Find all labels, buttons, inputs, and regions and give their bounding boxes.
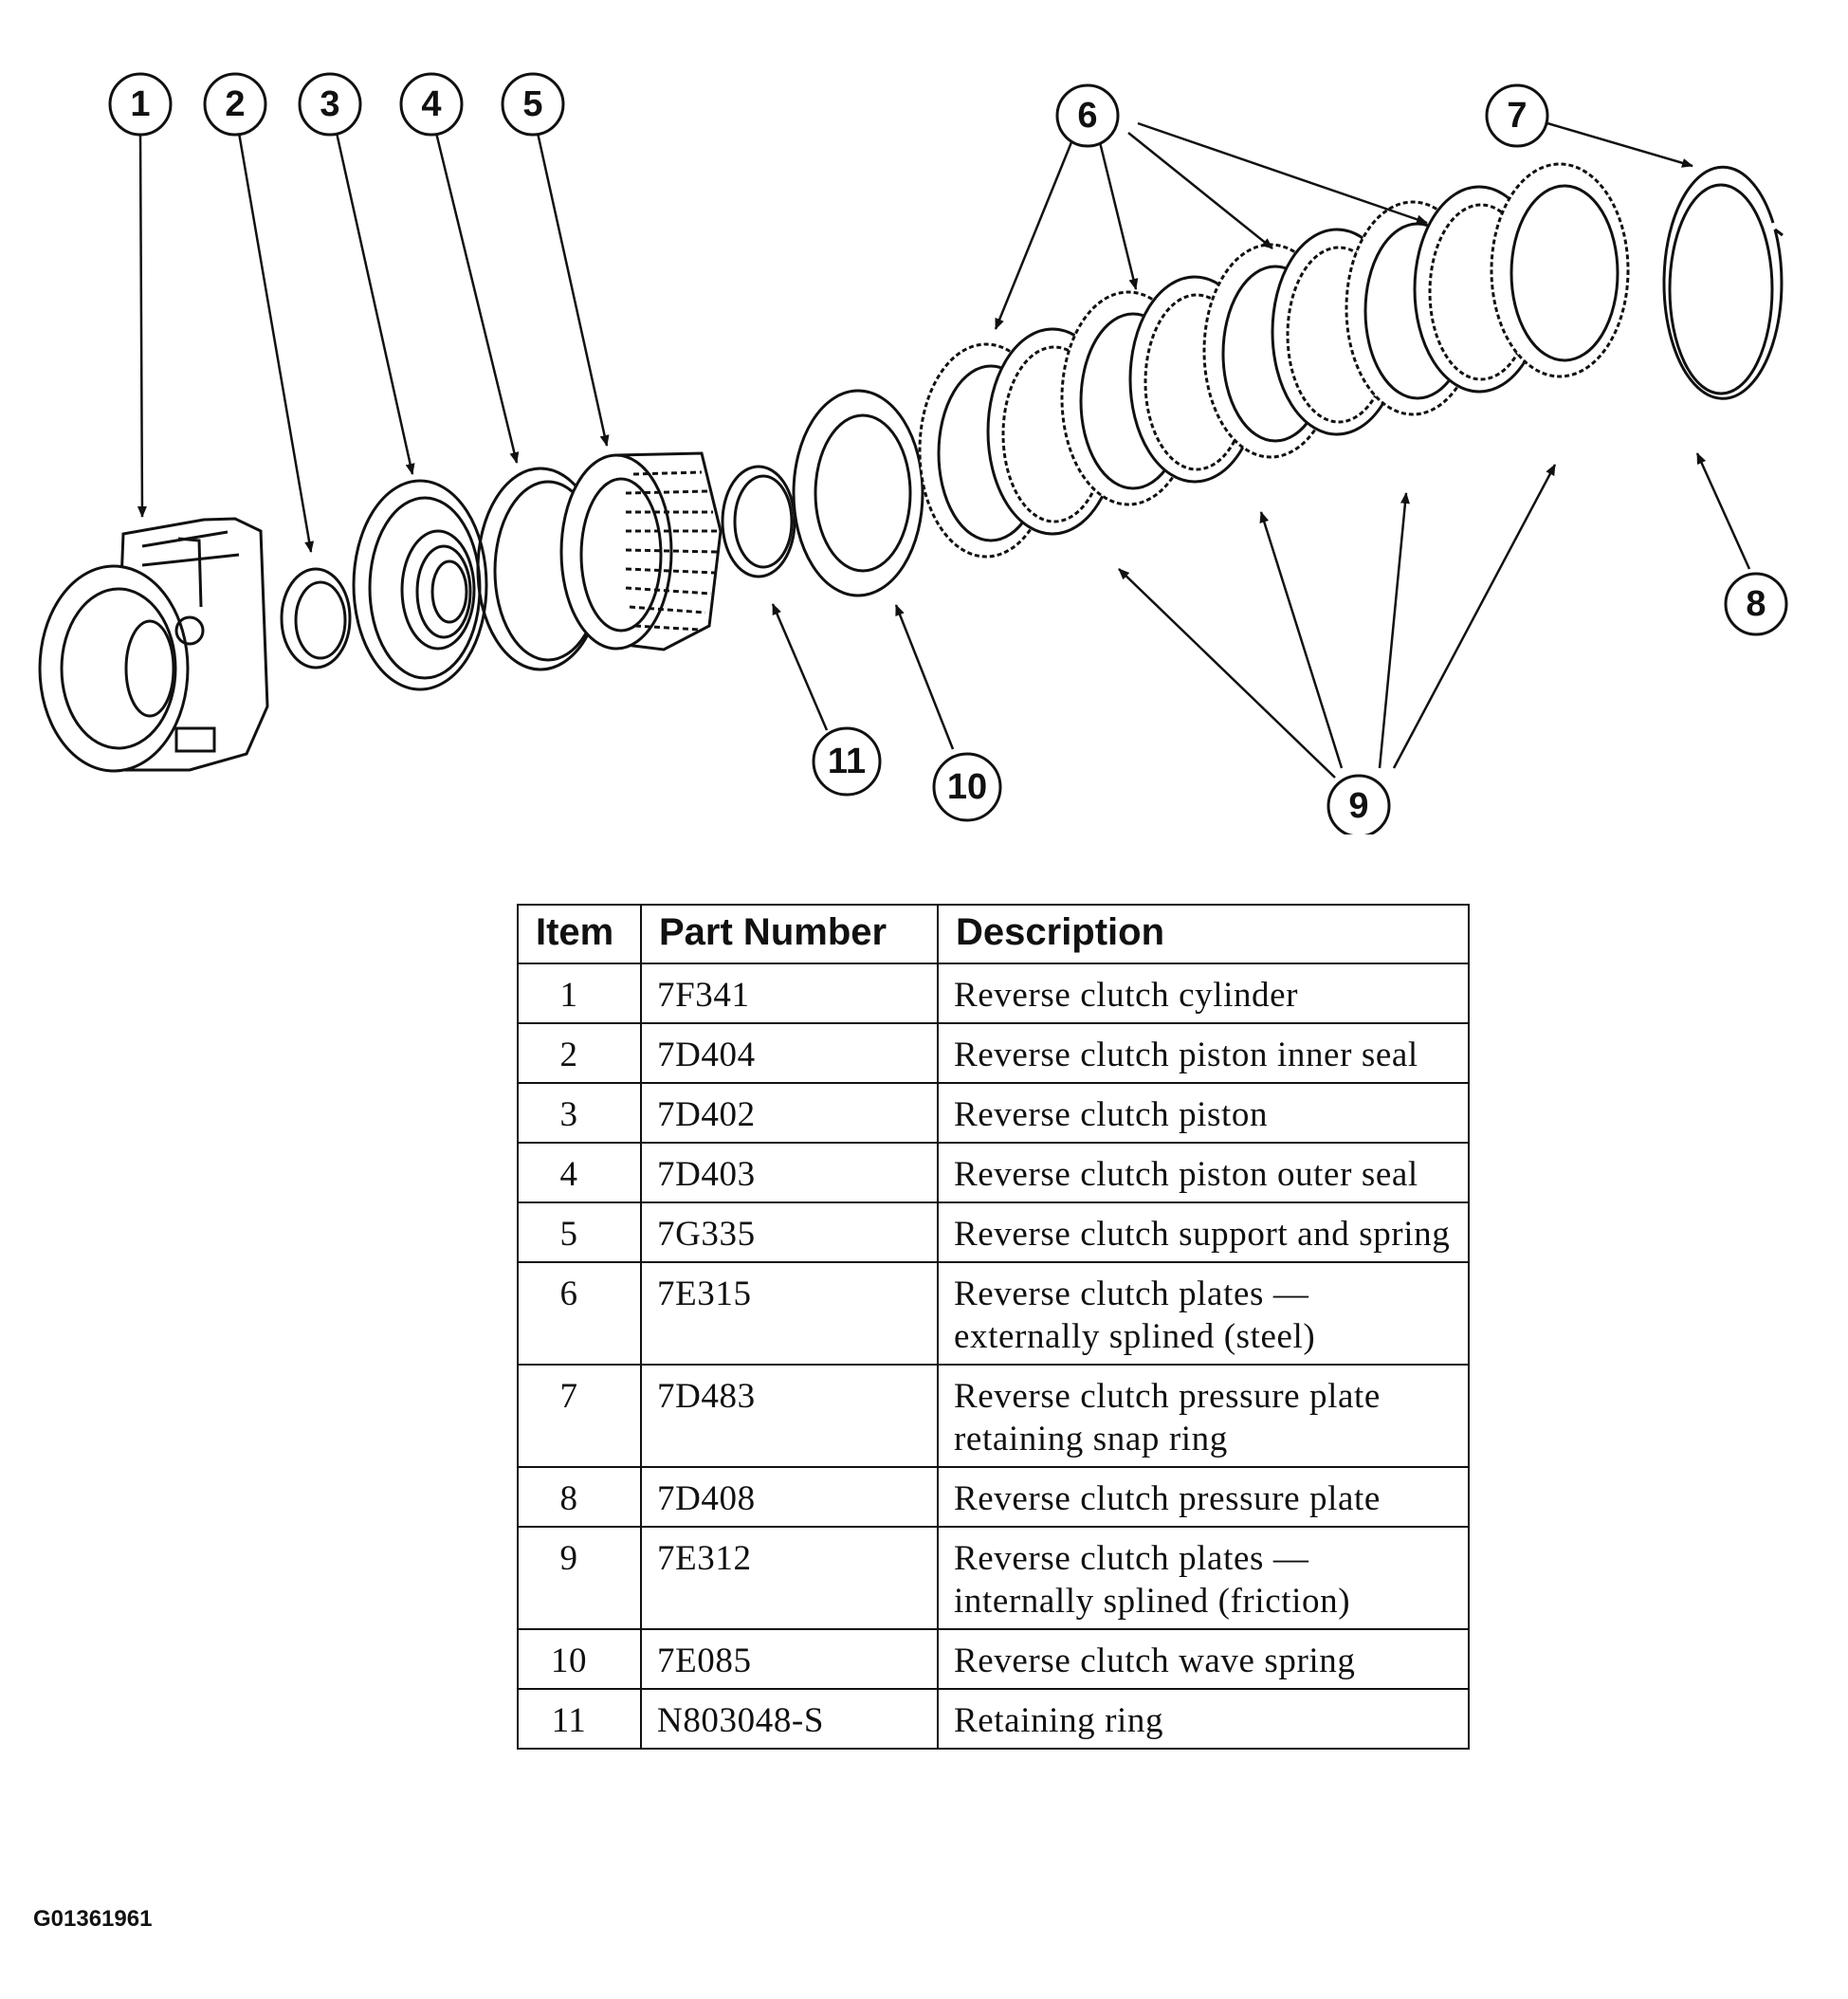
callout-7-circle: [1485, 83, 1549, 148]
part-retaining-ring: [721, 465, 796, 578]
cell-item: 3: [517, 1082, 642, 1144]
table-row: 4 7D403 Reverse clutch piston outer seal: [517, 1142, 1470, 1203]
figure-id: G01361961: [33, 1906, 153, 1932]
table-row: 2 7D404 Reverse clutch piston inner seal: [517, 1022, 1470, 1084]
cell-part-number: 7D408: [640, 1466, 939, 1528]
part-piston: [352, 479, 488, 691]
part-wave-spring: [792, 389, 924, 597]
callout-9-label: 9: [1348, 786, 1368, 826]
part-pressure-plate: [1490, 162, 1630, 378]
cell-description: Reverse clutch pressure plate retaining …: [937, 1364, 1470, 1468]
table-row: 1 7F341 Reverse clutch cylinder: [517, 963, 1470, 1024]
callout-11-label: 11: [828, 742, 866, 781]
part-piston-inner-seal: [280, 567, 352, 669]
cell-description: Reverse clutch support and spring: [937, 1201, 1470, 1263]
cell-part-number: 7D404: [640, 1022, 939, 1084]
callout-10-label: 10: [947, 767, 987, 807]
cell-part-number: 7E085: [640, 1628, 939, 1690]
table-row: 6 7E315 Reverse clutch plates — external…: [517, 1261, 1470, 1366]
cell-part-number: 7F341: [640, 963, 939, 1024]
callout-4-circle: [399, 72, 464, 137]
cell-part-number: 7E312: [640, 1526, 939, 1630]
part-support-and-spring: [559, 451, 723, 651]
table-row: 8 7D408 Reverse clutch pressure plate: [517, 1466, 1470, 1528]
cell-item: 6: [517, 1261, 642, 1366]
cell-part-number: 7D403: [640, 1142, 939, 1203]
header-item: Item: [517, 904, 642, 964]
callout-1-label: 1: [130, 84, 150, 124]
cell-description: Retaining ring: [937, 1688, 1470, 1750]
header-description: Description: [937, 904, 1470, 964]
callout-4-label: 4: [421, 84, 441, 124]
cell-description: Reverse clutch piston outer seal: [937, 1142, 1470, 1203]
callout-9-circle: [1327, 774, 1391, 834]
callout-5-circle: [501, 72, 565, 137]
parts-table-header-row: Item Part Number Description: [517, 904, 1470, 964]
cell-item: 4: [517, 1142, 642, 1203]
callout-8-circle: [1724, 572, 1788, 636]
callout-3-circle: [298, 72, 362, 137]
cell-description: Reverse clutch piston inner seal: [937, 1022, 1470, 1084]
callout-6-label: 6: [1077, 96, 1097, 136]
callout-markers: [108, 72, 1788, 834]
callout-3-label: 3: [320, 84, 339, 124]
leader-lines: [137, 121, 1751, 779]
cell-item: 8: [517, 1466, 642, 1528]
header-part-number: Part Number: [640, 904, 939, 964]
table-row: 3 7D402 Reverse clutch piston: [517, 1082, 1470, 1144]
part-snap-ring: [1662, 165, 1784, 400]
cell-item: 11: [517, 1688, 642, 1750]
cell-description: Reverse clutch pressure plate: [937, 1466, 1470, 1528]
parts-table: Item Part Number Description 1 7F341 Rev…: [517, 904, 1470, 1750]
callout-5-label: 5: [522, 84, 542, 124]
part-clutch-plate-stack: [918, 185, 1546, 559]
table-row: 9 7E312 Reverse clutch plates — internal…: [517, 1526, 1470, 1630]
cell-part-number: 7G335: [640, 1201, 939, 1263]
table-row: 5 7G335 Reverse clutch support and sprin…: [517, 1201, 1470, 1263]
callout-10-circle: [932, 752, 1002, 822]
callout-2-circle: [203, 72, 267, 137]
exploded-view-diagram: 1 2 3 4 5 6 7 8 9 10 11: [38, 72, 1788, 834]
callout-1-circle: [108, 72, 173, 137]
cell-item: 2: [517, 1022, 642, 1084]
cell-part-number: N803048-S: [640, 1688, 939, 1750]
cell-item: 10: [517, 1628, 642, 1690]
cell-description: Reverse clutch piston: [937, 1082, 1470, 1144]
cell-item: 7: [517, 1364, 642, 1468]
callout-11-circle: [812, 726, 882, 797]
cell-description: Reverse clutch plates — internally splin…: [937, 1526, 1470, 1630]
part-reverse-clutch-cylinder: [38, 517, 269, 773]
table-row: 7 7D483 Reverse clutch pressure plate re…: [517, 1364, 1470, 1468]
callout-8-label: 8: [1746, 584, 1766, 624]
cell-part-number: 7E315: [640, 1261, 939, 1366]
callout-2-label: 2: [225, 84, 245, 124]
cell-part-number: 7D402: [640, 1082, 939, 1144]
cell-part-number: 7D483: [640, 1364, 939, 1468]
callout-6-circle: [1055, 83, 1120, 148]
table-row: 11 N803048-S Retaining ring: [517, 1688, 1470, 1750]
callout-7-label: 7: [1507, 96, 1527, 136]
cell-description: Reverse clutch wave spring: [937, 1628, 1470, 1690]
cell-item: 5: [517, 1201, 642, 1263]
table-row: 10 7E085 Reverse clutch wave spring: [517, 1628, 1470, 1690]
cell-item: 1: [517, 963, 642, 1024]
cell-item: 9: [517, 1526, 642, 1630]
cell-description: Reverse clutch plates — externally splin…: [937, 1261, 1470, 1366]
cell-description: Reverse clutch cylinder: [937, 963, 1470, 1024]
